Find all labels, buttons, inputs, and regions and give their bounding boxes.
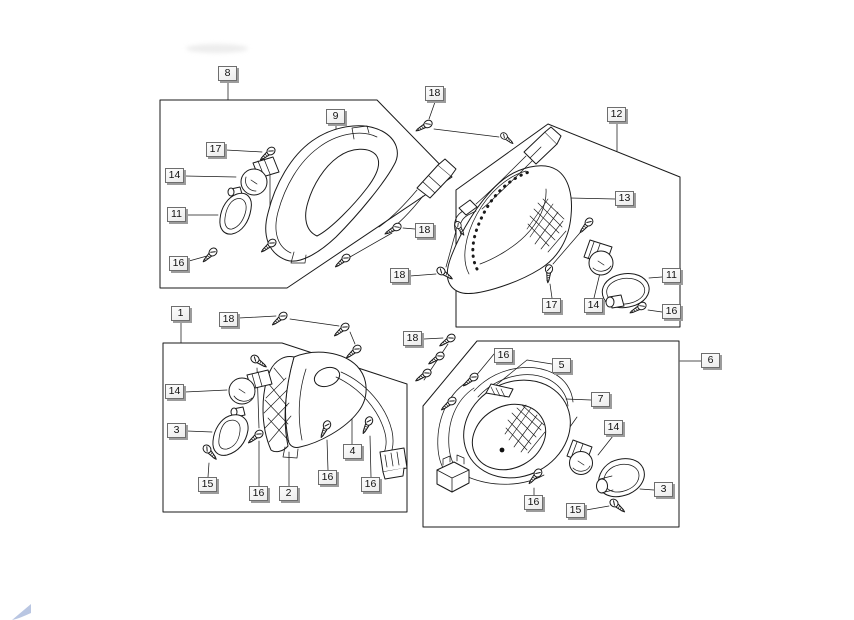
- callout-14-a: 14: [165, 168, 184, 183]
- lens-13: [446, 165, 572, 294]
- callout-18-d: 18: [219, 312, 238, 327]
- gasket-3-c: [212, 406, 249, 456]
- assembly-box-8: [159, 99, 453, 289]
- gasket-11-a: [219, 186, 252, 235]
- callout-18-c: 18: [390, 268, 409, 283]
- bulb-14-d: [566, 439, 593, 475]
- callout-16-d: 16: [318, 470, 337, 485]
- callout-17-a: 17: [206, 142, 225, 157]
- bulb-14-c: [228, 369, 273, 405]
- callout-16-g: 16: [524, 495, 543, 510]
- gasket-3-d: [596, 458, 645, 498]
- wiring-harness-13: [454, 126, 562, 236]
- callout-5: 5: [552, 358, 571, 373]
- leader-lines-group-12: [549, 122, 663, 313]
- bulb-14-b: [583, 239, 614, 276]
- callout-9: 9: [326, 109, 345, 124]
- callout-12: 12: [607, 107, 626, 122]
- assembly-box-1: [162, 342, 408, 513]
- callout-18-b: 18: [415, 223, 434, 238]
- callout-15-a: 15: [198, 477, 217, 492]
- callout-16-a: 16: [169, 256, 188, 271]
- callout-16-c: 16: [494, 348, 513, 363]
- callout-14-d: 14: [604, 420, 623, 435]
- callout-15-b: 15: [566, 503, 585, 518]
- callout-6: 6: [701, 353, 720, 368]
- leader-lines-screws-18: [349, 101, 500, 277]
- callout-3-a: 3: [167, 423, 186, 438]
- scan-smudge: [186, 44, 248, 53]
- callout-13: 13: [615, 191, 634, 206]
- callout-16-e: 16: [361, 477, 380, 492]
- callout-3-b: 3: [654, 482, 673, 497]
- assembly-box-6: [422, 340, 680, 528]
- callout-18-e: 18: [403, 331, 422, 346]
- callout-16-f: 16: [249, 486, 268, 501]
- wiring-harness-2: [335, 371, 408, 480]
- callout-11-b: 11: [662, 268, 681, 283]
- callout-14-b: 14: [584, 298, 603, 313]
- bulb-14-a: [240, 156, 280, 196]
- callout-8: 8: [218, 66, 237, 81]
- lamp-2: [262, 351, 367, 459]
- callout-11-a: 11: [167, 207, 186, 222]
- wiring-harness-5: [436, 381, 475, 493]
- watermark-fragment: [12, 604, 31, 620]
- callout-17-b: 17: [542, 298, 561, 313]
- callout-1: 1: [171, 306, 190, 321]
- gasket-11-b: [601, 273, 650, 309]
- callout-16-b: 16: [662, 304, 681, 319]
- wiring-harness-9: [378, 158, 457, 235]
- callout-7: 7: [591, 392, 610, 407]
- callout-4: 4: [343, 444, 362, 459]
- lens-9: [265, 125, 398, 264]
- callout-18-a: 18: [425, 86, 444, 101]
- callout-2: 2: [279, 486, 298, 501]
- assembly-box-12: [455, 123, 681, 328]
- callout-14-c: 14: [165, 384, 184, 399]
